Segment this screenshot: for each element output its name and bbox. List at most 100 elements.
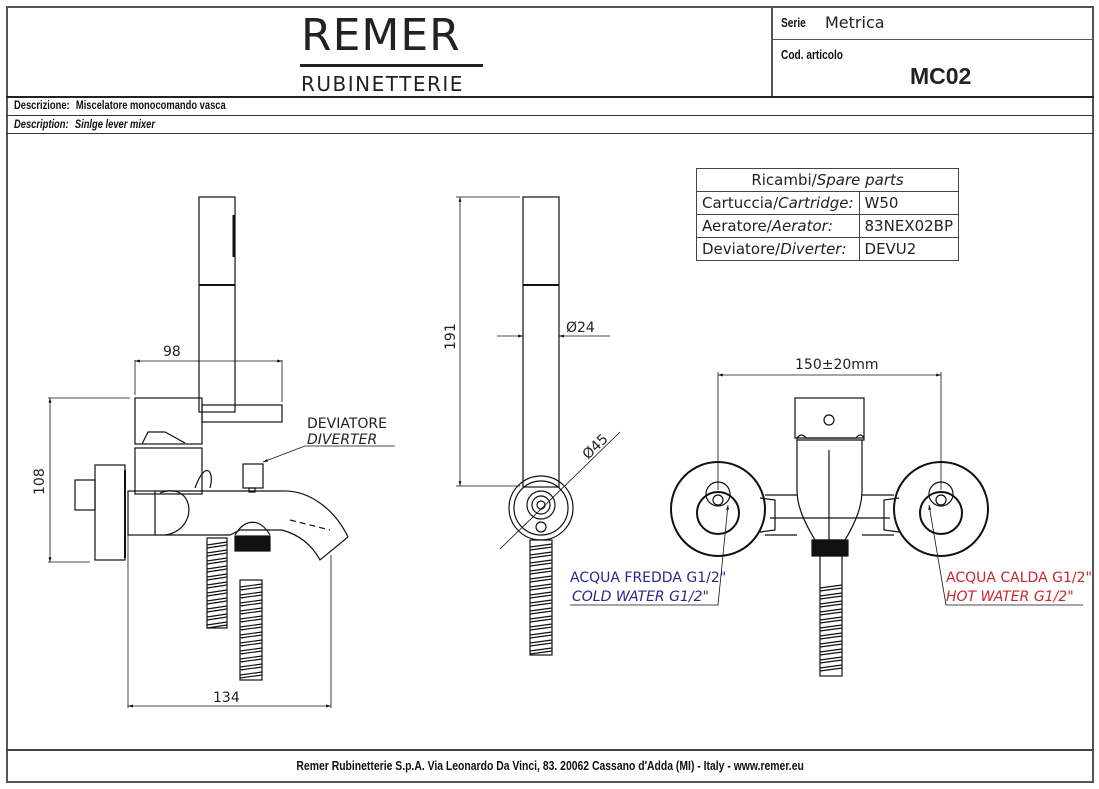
hose-coil	[529, 599, 553, 607]
hose-coil	[819, 664, 843, 672]
description-it-value: Miscelatore monocomando vasca	[75, 98, 226, 112]
hose-coil	[819, 608, 843, 616]
serie-value: Metrica	[825, 13, 885, 32]
hose-coil	[529, 623, 553, 631]
dim-134: 134	[213, 690, 240, 706]
description-en-label: Description:	[14, 117, 69, 131]
hose-coil	[239, 607, 263, 615]
dim-24: Ø24	[566, 320, 595, 336]
hose-coil	[529, 639, 553, 647]
spare-part-label: Aeratore/Aerator:	[696, 214, 860, 238]
hose-coil	[239, 623, 263, 631]
hose-coil	[206, 565, 228, 573]
hose-coil	[529, 591, 553, 599]
hose-coil	[529, 631, 553, 639]
front-shower-view	[456, 196, 621, 656]
hose-coil	[239, 591, 263, 599]
diverter-leader	[262, 445, 395, 463]
hose-coil	[529, 575, 553, 583]
company-address: Remer Rubinetterie S.p.A. Via Leonardo D…	[296, 758, 804, 773]
logo-block: REMER RUBINETTERIE	[6, 6, 772, 96]
hose-coil	[239, 647, 263, 655]
spare-parts-title: Ricambi/Spare parts	[696, 168, 959, 192]
spare-part-label: Deviatore/Diverter:	[696, 237, 860, 261]
hose-coil	[206, 605, 228, 613]
code-value: MC02	[910, 63, 972, 89]
serie-row: Serie Metrica	[773, 6, 1094, 40]
hose-coil	[206, 589, 228, 597]
divider	[6, 115, 1094, 116]
hose-coil	[819, 640, 843, 648]
hot-water-label-it: ACQUA CALDA G1/2"	[946, 570, 1092, 586]
diverter	[242, 463, 264, 489]
spare-parts-header: Ricambi/Spare parts	[696, 168, 959, 192]
hose	[206, 537, 263, 681]
hose-connector	[234, 535, 271, 552]
hose-coil	[206, 621, 228, 629]
description-en-value: Sinlge lever mixer	[74, 117, 155, 131]
diverter-label-en: DIVERTER	[307, 432, 377, 448]
title-block: Serie Metrica Cod. articolo MC02	[771, 6, 1094, 96]
spare-part-value: DEVU2	[858, 237, 960, 261]
serie-label: Serie	[781, 15, 806, 30]
hose-coil	[819, 632, 843, 640]
description-it: Descrizione:Miscelatore monocomando vasc…	[14, 98, 226, 112]
hose-coil	[206, 597, 228, 605]
hand-shower	[198, 196, 236, 413]
hose-coil	[239, 655, 263, 663]
footer: Remer Rubinetterie S.p.A. Via Leonardo D…	[6, 755, 1094, 774]
cold-leader	[570, 504, 729, 606]
hose-coil	[239, 583, 263, 591]
spare-parts-table: Ricambi/Spare parts Cartuccia/Cartridge:…	[696, 168, 960, 261]
side-view	[48, 196, 395, 708]
hot-leader	[928, 504, 1083, 606]
divider	[6, 96, 1094, 98]
spare-part-row: Deviatore/Diverter: DEVU2	[696, 237, 960, 261]
hose-coil	[529, 615, 553, 623]
hose-coil	[239, 663, 263, 671]
hose-coil	[819, 616, 843, 624]
hose-coil	[819, 584, 843, 592]
hose-coil	[819, 600, 843, 608]
hose-coil	[529, 559, 553, 567]
drawing-frame	[6, 6, 1094, 783]
hose-coil	[819, 624, 843, 632]
dim-98: 98	[163, 344, 181, 360]
lever-handle	[201, 404, 283, 423]
hose-coil	[239, 631, 263, 639]
divider	[6, 749, 1094, 751]
hose-coil	[239, 599, 263, 607]
hose-coil	[206, 613, 228, 621]
hot-water-label-en: HOT WATER G1/2"	[946, 589, 1074, 605]
brand-subtitle: RUBINETTERIE	[301, 72, 464, 96]
hose-coil	[819, 592, 843, 600]
hose-coil	[239, 671, 263, 679]
divider	[6, 133, 1094, 134]
dim-150: 150±20mm	[795, 357, 879, 373]
hose-coil	[529, 607, 553, 615]
hose-coil	[239, 615, 263, 623]
diverter-label-it: DEVIATORE	[307, 416, 387, 432]
hose-coil	[206, 541, 228, 549]
wall-view	[570, 372, 1083, 677]
cold-water-label-en: COLD WATER G1/2"	[572, 589, 709, 605]
spare-part-value: W50	[858, 191, 960, 215]
brand-logo: REMER	[301, 10, 461, 61]
hose-coil	[239, 639, 263, 647]
hose-coil	[529, 647, 553, 655]
dim-108: 108	[32, 468, 48, 495]
spare-part-row: Cartuccia/Cartridge: W50	[696, 191, 960, 215]
hose	[206, 537, 228, 629]
hose-coil	[819, 656, 843, 664]
hose-connector-front	[811, 539, 849, 557]
hose-coil	[206, 573, 228, 581]
hose-coil	[819, 648, 843, 656]
dim-45: Ø45	[580, 431, 612, 463]
hose-coil	[529, 567, 553, 575]
description-en: Description: Sinlge lever mixer	[14, 117, 155, 131]
cold-water-label-it: ACQUA FREDDA G1/2"	[570, 570, 726, 586]
hose-coil	[206, 557, 228, 565]
wall-flange	[94, 464, 126, 561]
lever-front	[794, 397, 865, 439]
